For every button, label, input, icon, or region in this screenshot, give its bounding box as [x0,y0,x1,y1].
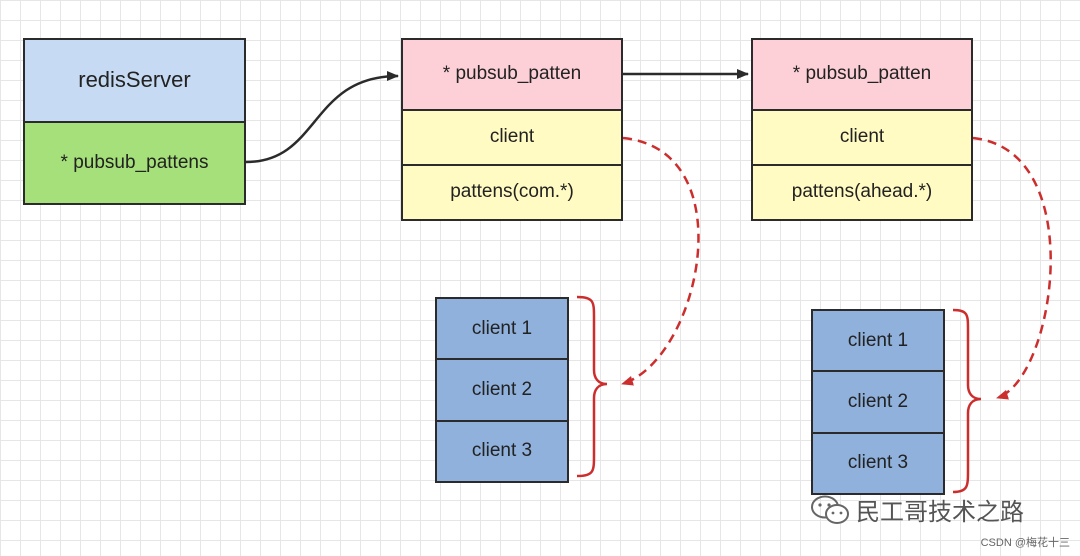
client-to-list-arrow-2 [972,136,1052,400]
pattern-node-1-header: * pubsub_patten [403,40,621,109]
pattern-node-1: * pubsub_patten client pattens(com.*) [401,38,623,221]
credit-label: CSDN @梅花十三 [980,537,1070,549]
client-list-2-item: client 1 [813,311,943,371]
wechat-icon [811,495,849,524]
client-list-1-item: client 2 [437,358,567,420]
pattern-node-2-client: client [753,108,971,164]
client-to-list-arrow-1 [621,136,700,386]
pattern-node-2-header: * pubsub_patten [753,40,971,109]
client-list-2: client 1 client 2 client 3 [811,309,945,495]
client-list-1-item: client 1 [437,299,567,359]
pattern-node-2-pattern: pattens(ahead.*) [753,163,971,219]
watermark: 民工哥技术之路 [810,492,1024,527]
brace-2 [952,308,982,494]
watermark-text: 民工哥技术之路 [856,499,1024,526]
redis-server-title: redisServer [25,40,244,121]
client-list-1: client 1 client 2 client 3 [435,297,569,483]
redis-server-pubsub-field: * pubsub_pattens [25,120,244,203]
pattern-node-2: * pubsub_patten client pattens(ahead.*) [751,38,973,221]
pattern-node-1-client: client [403,108,621,164]
redis-server-box: redisServer * pubsub_pattens [23,38,246,205]
client-list-2-item: client 2 [813,370,943,432]
client-list-1-item: client 3 [437,419,567,481]
pattern-node-1-pattern: pattens(com.*) [403,163,621,219]
client-list-2-item: client 3 [813,431,943,493]
server-to-pattern-arrow [245,71,399,164]
brace-1 [576,295,608,478]
